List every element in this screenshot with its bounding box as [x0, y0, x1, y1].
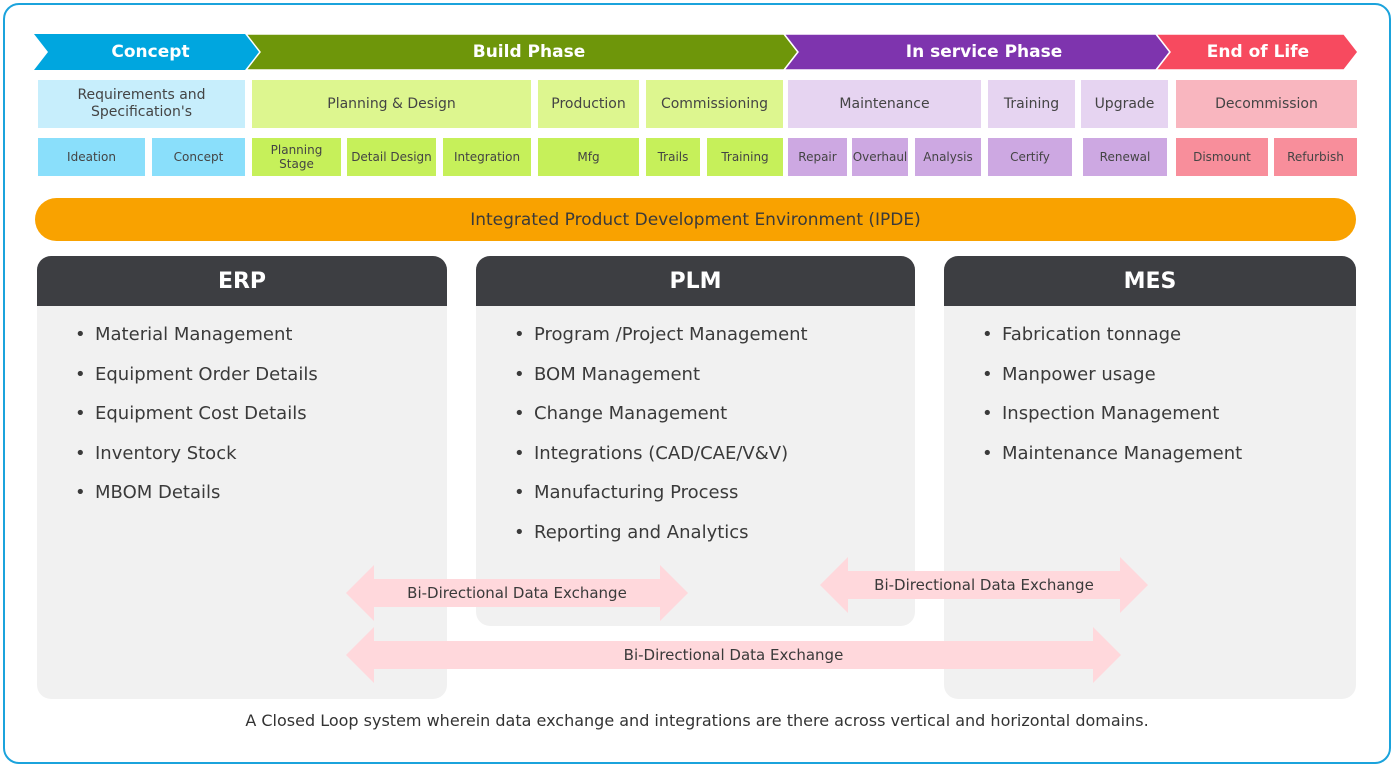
exchange-label-plm-mes: Bi-Directional Data Exchange	[874, 576, 1094, 594]
plm-item: Change Management	[514, 403, 915, 443]
stage-planning-design: Planning & Design	[252, 80, 531, 128]
mes-item: Manpower usage	[982, 364, 1356, 404]
erp-item: Equipment Order Details	[75, 364, 447, 404]
plm-item: BOM Management	[514, 364, 915, 404]
exchange-label-erp-plm: Bi-Directional Data Exchange	[407, 584, 627, 602]
double-arrow-erp-plm	[346, 565, 688, 621]
double-arrow-erp-mes	[346, 627, 1121, 683]
activity-training: Training	[707, 138, 783, 176]
phase-concept: Concept	[111, 42, 190, 62]
phase-build: Build Phase	[472, 42, 586, 62]
mes-item: Inspection Management	[982, 403, 1356, 443]
stage-maintenance: Maintenance	[788, 80, 981, 128]
plm-item: Reporting and Analytics	[514, 522, 915, 562]
phase-in-service: In service Phase	[905, 42, 1063, 62]
activity-refurbish: Refurbish	[1274, 138, 1357, 176]
mes-title: MES	[944, 256, 1356, 306]
activity-ideation: Ideation	[38, 138, 145, 176]
mes-panel: MES Fabrication tonnage Manpower usage I…	[944, 256, 1356, 699]
activity-renewal: Renewal	[1083, 138, 1167, 176]
ipde-bar: Integrated Product Development Environme…	[35, 198, 1356, 241]
activity-trails: Trails	[646, 138, 700, 176]
caption: A Closed Loop system wherein data exchan…	[245, 711, 1149, 730]
erp-item: Inventory Stock	[75, 443, 447, 483]
erp-item: MBOM Details	[75, 482, 447, 522]
activity-dismount: Dismount	[1176, 138, 1268, 176]
plm-item: Program /Project Management	[514, 324, 915, 364]
activity-planning-stage: Planning Stage	[252, 138, 341, 176]
stage-upgrade: Upgrade	[1081, 80, 1168, 128]
plm-title: PLM	[476, 256, 915, 306]
phase-end-of-life: End of Life	[1206, 42, 1310, 62]
mes-item: Maintenance Management	[982, 443, 1356, 483]
erp-panel: ERP Material Management Equipment Order …	[37, 256, 447, 699]
exchange-label-erp-mes: Bi-Directional Data Exchange	[623, 646, 844, 664]
plm-item: Manufacturing Process	[514, 482, 915, 522]
activity-certify: Certify	[988, 138, 1072, 176]
chevron-concept	[34, 34, 260, 70]
mes-item: Fabrication tonnage	[982, 324, 1356, 364]
stage-decommission: Decommission	[1176, 80, 1357, 128]
stage-production: Production	[538, 80, 639, 128]
activity-repair: Repair	[788, 138, 847, 176]
double-arrow-plm-mes	[820, 557, 1148, 613]
plm-panel: PLM Program /Project Management BOM Mana…	[476, 256, 915, 626]
diagram-frame	[3, 3, 1391, 764]
activity-overhaul: Overhaul	[852, 138, 908, 176]
activity-analysis: Analysis	[915, 138, 981, 176]
erp-item: Equipment Cost Details	[75, 403, 447, 443]
activity-concept: Concept	[152, 138, 245, 176]
activity-detail-design: Detail Design	[347, 138, 436, 176]
plm-item: Integrations (CAD/CAE/V&V)	[514, 443, 915, 483]
stage-requirements: Requirements and Specification's	[38, 80, 245, 128]
activity-integration: Integration	[443, 138, 531, 176]
stage-commissioning: Commissioning	[646, 80, 783, 128]
erp-item: Material Management	[75, 324, 447, 364]
chevron-end-of-life	[1154, 33, 1359, 71]
erp-title: ERP	[37, 256, 447, 306]
stage-training: Training	[988, 80, 1075, 128]
activity-mfg: Mfg	[538, 138, 639, 176]
